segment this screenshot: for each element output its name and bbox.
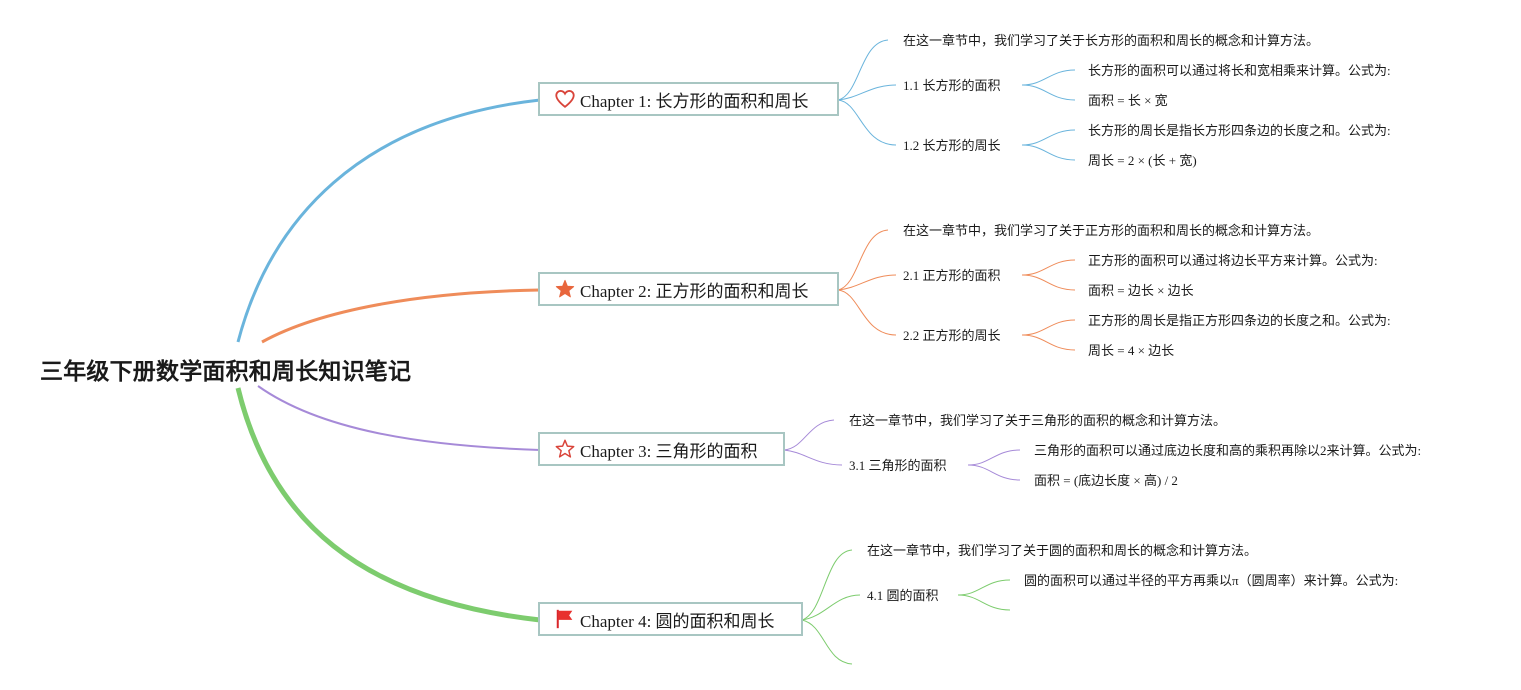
chapter-3-node[interactable]: Chapter 3: 三角形的面积	[538, 432, 785, 466]
heart-icon	[554, 88, 576, 110]
edge-c2-s2-l2	[1021, 334, 1076, 351]
chapter-3-intro[interactable]: 在这一章节中，我们学习了关于三角形的面积的概念和计算方法。	[849, 413, 1227, 428]
edge-c4-s1-l1	[957, 579, 1011, 596]
edge-c3-s1-l1	[967, 449, 1021, 466]
outline-star-icon	[554, 438, 576, 460]
chapter-4-label: Chapter 4: 圆的面积和周长	[580, 611, 775, 631]
section-4-1-line-1[interactable]: 圆的面积可以通过半径的平方再乘以π（圆周率）来计算。公式为:	[1024, 573, 1399, 588]
chapter-4-node[interactable]: Chapter 4: 圆的面积和周长	[538, 602, 803, 636]
edge-c2-s1-l2	[1021, 274, 1076, 291]
edge-c4-s2	[801, 619, 853, 665]
root-topic[interactable]: 三年级下册数学面积和周长知识笔记	[40, 359, 412, 385]
section-3-1-line-1[interactable]: 三角形的面积可以通过底边长度和高的乘积再除以2来计算。公式为:	[1034, 443, 1422, 458]
section-1-2-line-2[interactable]: 周长 = 2 × (长 + 宽)	[1088, 153, 1197, 168]
edge-c1-s2	[837, 99, 897, 146]
chapter-1-label: Chapter 1: 长方形的面积和周长	[580, 91, 809, 111]
red-flag-icon	[554, 608, 576, 630]
chapter-4-intro[interactable]: 在这一章节中，我们学习了关于圆的面积和周长的概念和计算方法。	[867, 543, 1258, 558]
edge-root-chapter-4	[235, 387, 541, 623]
edge-root-chapter-1	[236, 98, 541, 343]
edge-c1-s2-l1	[1021, 129, 1076, 146]
edge-c3-intro	[783, 419, 835, 451]
edge-root-chapter-3	[257, 385, 541, 451]
edge-c1-s1	[837, 84, 897, 101]
section-3-1-label[interactable]: 3.1 三角形的面积	[849, 458, 947, 473]
section-1-1-line-2[interactable]: 面积 = 长 × 宽	[1088, 93, 1168, 108]
chapter-1-intro[interactable]: 在这一章节中，我们学习了关于长方形的面积和周长的概念和计算方法。	[903, 33, 1320, 48]
edge-c4-s1	[801, 594, 861, 621]
edge-c2-s2-l1	[1021, 319, 1076, 336]
edge-c4-s1-l2	[957, 594, 1011, 611]
chapter-1-node[interactable]: Chapter 1: 长方形的面积和周长	[538, 82, 839, 116]
chapter-3-label: Chapter 3: 三角形的面积	[580, 441, 758, 461]
edge-c1-s1-l2	[1021, 84, 1076, 101]
section-3-1-line-2[interactable]: 面积 = (底边长度 × 高) / 2	[1034, 473, 1178, 488]
edge-c2-s1	[837, 274, 897, 291]
section-4-1-label[interactable]: 4.1 圆的面积	[867, 588, 939, 603]
chapter-2-label: Chapter 2: 正方形的面积和周长	[580, 281, 809, 301]
section-2-2-label[interactable]: 2.2 正方形的周长	[903, 328, 1001, 343]
section-1-1-label[interactable]: 1.1 长方形的面积	[903, 78, 1001, 93]
section-1-2-line-1[interactable]: 长方形的周长是指长方形四条边的长度之和。公式为:	[1088, 123, 1391, 138]
edge-root-chapter-2	[261, 288, 541, 344]
edge-c1-intro	[837, 39, 889, 101]
chapter-2-intro[interactable]: 在这一章节中，我们学习了关于正方形的面积和周长的概念和计算方法。	[903, 223, 1320, 238]
edge-c4-intro	[801, 549, 853, 621]
edge-c2-s1-l1	[1021, 259, 1076, 276]
section-2-2-line-1[interactable]: 正方形的周长是指正方形四条边的长度之和。公式为:	[1088, 313, 1391, 328]
filled-star-icon	[554, 278, 576, 300]
section-1-1-line-1[interactable]: 长方形的面积可以通过将长和宽相乘来计算。公式为:	[1088, 63, 1391, 78]
chapter-2-node[interactable]: Chapter 2: 正方形的面积和周长	[538, 272, 839, 306]
section-2-1-line-2[interactable]: 面积 = 边长 × 边长	[1088, 283, 1194, 298]
edge-c3-s1-l2	[967, 464, 1021, 481]
edge-c2-intro	[837, 229, 889, 291]
edge-c3-s1	[783, 449, 843, 466]
edge-c1-s1-l1	[1021, 69, 1076, 86]
edge-c1-s2-l2	[1021, 144, 1076, 161]
section-2-2-line-2[interactable]: 周长 = 4 × 边长	[1088, 343, 1175, 358]
edge-c2-s2	[837, 289, 897, 336]
section-1-2-label[interactable]: 1.2 长方形的周长	[903, 138, 1001, 153]
section-2-1-line-1[interactable]: 正方形的面积可以通过将边长平方来计算。公式为:	[1088, 253, 1378, 268]
section-2-1-label[interactable]: 2.1 正方形的面积	[903, 268, 1001, 283]
